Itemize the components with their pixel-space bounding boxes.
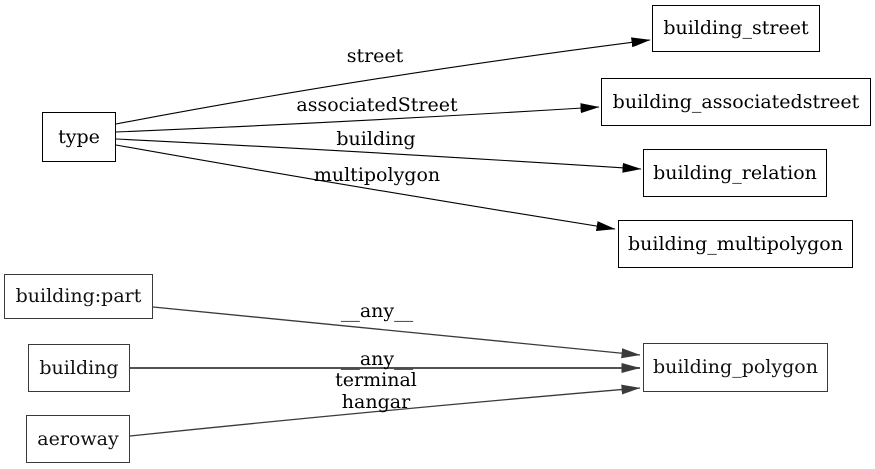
edge-type-to-building_relation	[115, 138, 642, 173]
edge-type-to-building_multipolygon	[115, 144, 616, 232]
node-building_polygon[interactable]: building_polygon	[643, 343, 828, 392]
node-aeroway[interactable]: aeroway	[26, 415, 130, 463]
node-type[interactable]: type	[42, 112, 116, 162]
node-building-part[interactable]: building:part	[4, 274, 153, 319]
node-building_street[interactable]: building_street	[652, 5, 820, 52]
edge-type-to-building_associatedstreet	[115, 103, 600, 133]
node-building_relation[interactable]: building_relation	[643, 149, 827, 197]
node-building_associatedstreet[interactable]: building_associatedstreet	[601, 78, 871, 126]
node-building[interactable]: building	[28, 344, 130, 392]
edge-aeroway-to-building_polygon	[129, 384, 641, 437]
edge-building_part-to-building_polygon	[152, 306, 641, 359]
node-building_multipolygon[interactable]: building_multipolygon	[618, 220, 853, 268]
edge-type-to-building_street	[115, 37, 651, 125]
